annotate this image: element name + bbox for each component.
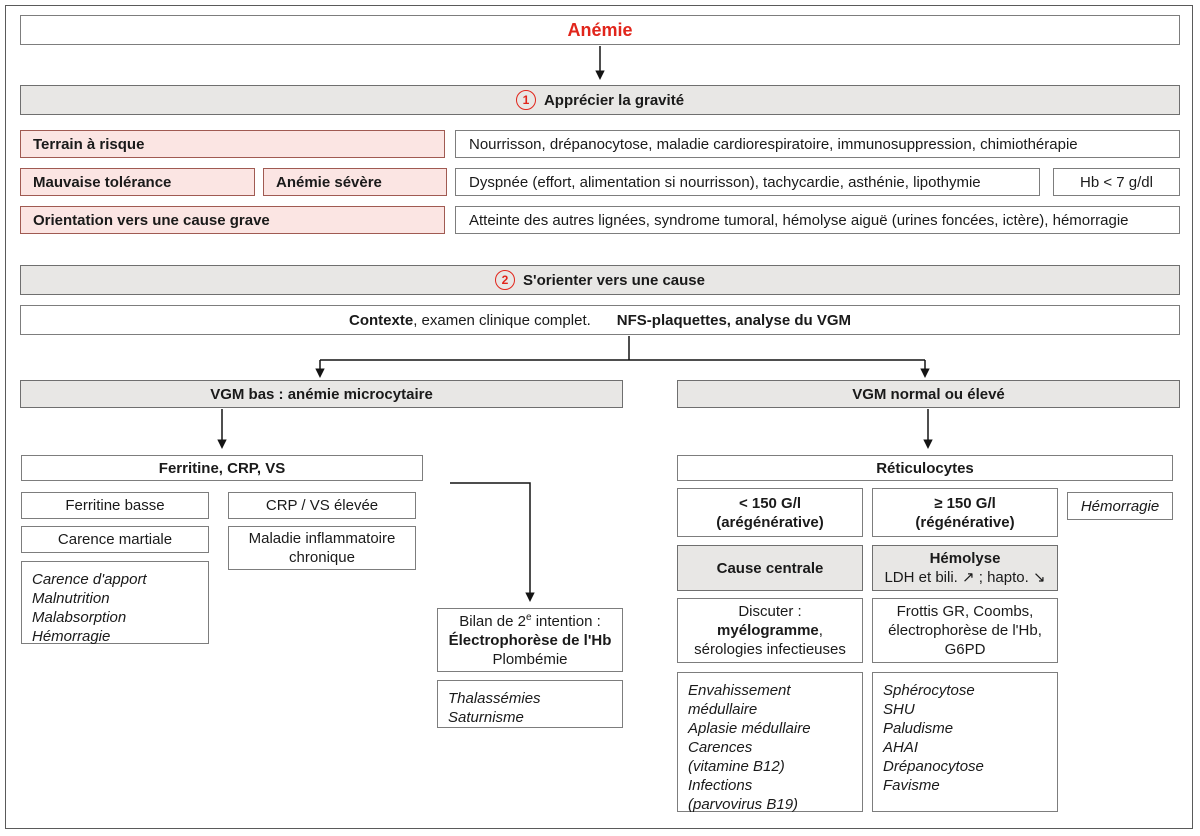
title-box: Anémie [20, 15, 1180, 45]
carence-martiale-text: Carence martiale [57, 531, 173, 548]
ge150-line2: (régénérative) [915, 513, 1015, 531]
discuter-line1: Discuter : [738, 603, 802, 620]
hb-threshold-text: Hb < 7 g/dl [1080, 173, 1153, 191]
serious-cause-label: Orientation vers une cause grave [20, 206, 445, 234]
bilan-line1-prefix: Bilan de 2 [459, 612, 526, 630]
risk-terrain-label: Terrain à risque [20, 130, 445, 158]
hemolysis-cause-item: Favisme [883, 777, 940, 794]
carence-cause-item: Malnutrition [32, 590, 110, 607]
cause-centrale-box: Cause centrale [677, 545, 863, 591]
poor-tolerance-text: Mauvaise tolérance [33, 173, 172, 191]
bilan-cause-item: Saturnisme [448, 709, 524, 726]
frottis-line: électrophorèse de l'Hb, [888, 622, 1042, 639]
serious-cause-description-text: Atteinte des autres lignées, syndrome tu… [469, 211, 1129, 229]
hemolyse-detail: LDH et bili. ↗ ; hapto. ↘ [884, 569, 1046, 586]
context-bold1: Contexte [349, 311, 414, 329]
bilan-line1: Bilan de 2e intention : [459, 612, 601, 631]
page-title: Anémie [567, 19, 633, 40]
context-box: Contexte, examen clinique complet. NFS-p… [20, 305, 1180, 335]
context-regular: , examen clinique complet. [413, 311, 591, 329]
carence-causes-list: Carence d'apport Malnutrition Malabsorpt… [21, 561, 209, 645]
maladie-inflammatoire-line2: chronique [289, 549, 355, 566]
lt150-box: < 150 G/l (arégénérative) [677, 488, 863, 537]
discuter-line3: sérologies infectieuses [694, 641, 846, 658]
central-cause-item: médullaire [688, 701, 758, 718]
bilan-line3: Plombémie [492, 650, 568, 668]
hemolysis-cause-item: Sphérocytose [883, 682, 975, 699]
bilan-cause-item: Thalassémies [448, 690, 541, 707]
serious-cause-text: Orientation vers une cause grave [33, 211, 270, 229]
maladie-inflammatoire-line1: Maladie inflammatoire [248, 530, 396, 547]
ferritine-crp-vs-box: Ferritine, CRP, VS [21, 455, 423, 481]
bilan-line2: Électrophorèse de l'Hb [448, 631, 612, 649]
ge150-line1: ≥ 150 G/l [934, 494, 996, 512]
hemolyse-title: Hémolyse [929, 550, 1001, 567]
central-cause-item: Envahissement [688, 682, 791, 699]
hemolysis-cause-item: SHU [883, 701, 915, 718]
central-cause-item: Infections [688, 777, 753, 794]
hemolysis-cause-item: AHAI [883, 739, 919, 756]
tolerance-description: Dyspnée (effort, alimentation si nourris… [455, 168, 1040, 196]
central-cause-item: Carences [688, 739, 753, 756]
carence-cause-item: Malabsorption [32, 609, 127, 626]
reticulocytes-box: Réticulocytes [677, 455, 1173, 481]
maladie-inflammatoire-box: Maladie inflammatoire chronique [228, 526, 416, 570]
severe-anemia-label: Anémie sévère [263, 168, 447, 196]
central-cause-item: Aplasie médullaire [688, 720, 811, 737]
hemolyse-box: Hémolyse LDH et bili. ↗ ; hapto. ↘ [872, 545, 1058, 591]
section1-heading: Apprécier la gravité [543, 91, 685, 109]
ferritine-basse-box: Ferritine basse [21, 492, 209, 519]
bilan-causes-list: Thalassémies Saturnisme [437, 680, 623, 728]
ferritine-crp-vs-text: Ferritine, CRP, VS [158, 459, 286, 477]
section1-header: 1 Apprécier la gravité [20, 85, 1180, 115]
context-bold2: NFS-plaquettes, analyse du VGM [616, 311, 851, 329]
reticulocytes-text: Réticulocytes [876, 459, 974, 477]
discuter-bold: myélogramme [717, 622, 819, 639]
risk-terrain-text: Terrain à risque [33, 135, 145, 153]
section2-heading: S'orienter vers une cause [523, 271, 705, 289]
outer-frame [5, 5, 1193, 829]
lt150-line2: (arégénérative) [716, 513, 824, 531]
severe-anemia-text: Anémie sévère [276, 173, 382, 191]
hemorragie-box: Hémorragie [1067, 492, 1173, 520]
vgm-low-header: VGM bas : anémie microcytaire [20, 380, 623, 408]
crp-vs-elevee-text: CRP / VS élevée [265, 497, 379, 514]
circled-number-2: 2 [495, 270, 515, 290]
discuter-line2: myélogramme, [717, 621, 823, 640]
bilan-2e-intention-box: Bilan de 2e intention : Électrophorèse d… [437, 608, 623, 672]
ge150-box: ≥ 150 G/l (régénérative) [872, 488, 1058, 537]
hemolysis-causes-list: Sphérocytose SHU Paludisme AHAI Drépanoc… [872, 672, 1058, 812]
hb-threshold-box: Hb < 7 g/dl [1053, 168, 1180, 196]
vgm-low-text: VGM bas : anémie microcytaire [210, 385, 433, 403]
carence-cause-item: Carence d'apport [32, 571, 147, 588]
cause-centrale-text: Cause centrale [716, 559, 824, 577]
circled-number-1: 1 [515, 90, 536, 110]
central-causes-list: Envahissement médullaire Aplasie médulla… [677, 672, 863, 813]
discuter-box: Discuter : myélogramme, sérologies infec… [677, 598, 863, 663]
bilan-line1-sup: e [525, 611, 532, 623]
hemolysis-cause-item: Paludisme [883, 720, 954, 737]
tolerance-description-text: Dyspnée (effort, alimentation si nourris… [469, 173, 981, 191]
ferritine-basse-text: Ferritine basse [65, 497, 165, 514]
central-cause-item: (parvovirus B19) [688, 796, 799, 813]
serious-cause-description: Atteinte des autres lignées, syndrome tu… [455, 206, 1180, 234]
hemolysis-cause-item: Drépanocytose [883, 758, 984, 775]
section2-header: 2 S'orienter vers une cause [20, 265, 1180, 295]
bilan-line1-suffix: intention : [531, 612, 601, 630]
poor-tolerance-label: Mauvaise tolérance [20, 168, 255, 196]
frottis-box: Frottis GR, Coombs, électrophorèse de l'… [872, 598, 1058, 663]
hemorragie-text: Hémorragie [1080, 497, 1160, 515]
frottis-line: Frottis GR, Coombs, [896, 603, 1034, 620]
risk-terrain-description-text: Nourrisson, drépanocytose, maladie cardi… [469, 135, 1078, 153]
carence-cause-item: Hémorragie [32, 628, 111, 645]
carence-martiale-box: Carence martiale [21, 526, 209, 553]
lt150-line1: < 150 G/l [738, 494, 802, 512]
central-cause-item: (vitamine B12) [688, 758, 785, 775]
vgm-normal-text: VGM normal ou élevé [852, 385, 1005, 403]
risk-terrain-description: Nourrisson, drépanocytose, maladie cardi… [455, 130, 1180, 158]
vgm-normal-header: VGM normal ou élevé [677, 380, 1180, 408]
crp-vs-elevee-box: CRP / VS élevée [228, 492, 416, 519]
frottis-line: G6PD [944, 641, 986, 658]
discuter-comma: , [818, 622, 823, 639]
